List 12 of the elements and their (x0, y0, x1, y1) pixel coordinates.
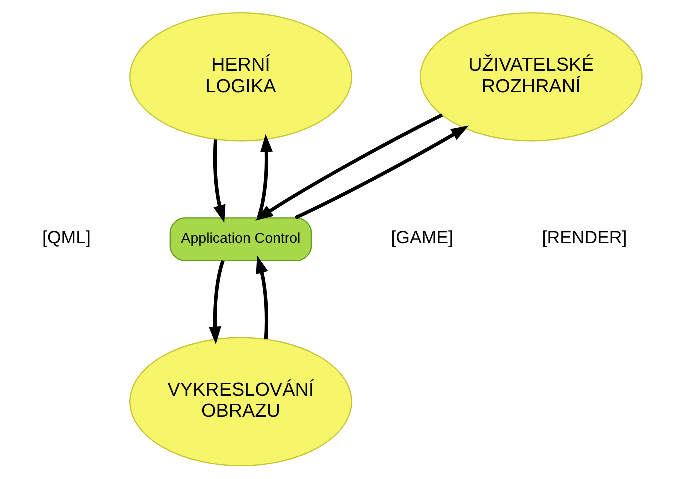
arrow (255, 114, 443, 221)
arrow (256, 256, 268, 340)
node-box: Application Control (169, 218, 312, 262)
label: [RENDER] (542, 228, 627, 248)
arrow (208, 260, 224, 345)
label: [QML] (42, 228, 90, 248)
node-ellipse: HERNÍ LOGIKA (129, 12, 352, 142)
arrow (256, 134, 272, 218)
arrow (294, 126, 469, 220)
arrow (212, 140, 226, 224)
node-ellipse: VYKRESLOVÁNÍ OBRAZU (129, 337, 352, 467)
label: [GAME] (390, 228, 453, 248)
